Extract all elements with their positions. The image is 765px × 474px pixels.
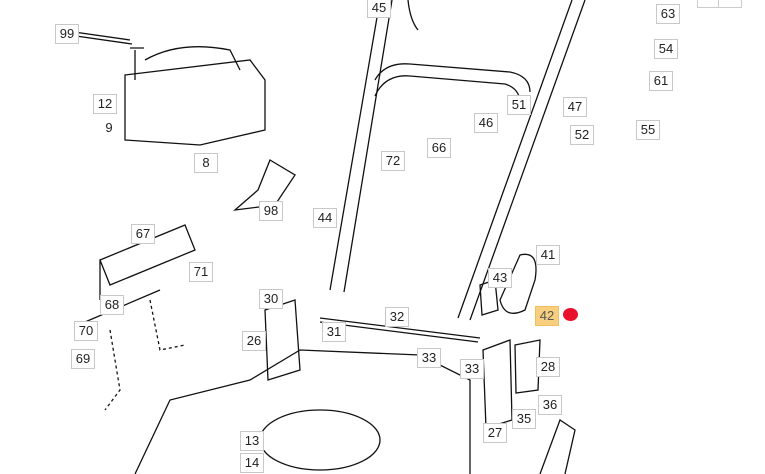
part-label[interactable]: 71	[189, 262, 213, 282]
engine	[124, 46, 266, 146]
partial-label	[697, 0, 719, 8]
part-label[interactable]: 45	[367, 0, 391, 18]
rear-hidden-lines	[104, 299, 186, 411]
part-label[interactable]: 41	[536, 245, 560, 265]
part-wheel-bracket	[539, 419, 576, 474]
part-67-flap	[99, 224, 196, 300]
part-label[interactable]: 63	[656, 4, 680, 24]
handle-crossbar	[374, 63, 531, 101]
part-27-bracket	[482, 339, 513, 429]
part-label[interactable]: 72	[381, 151, 405, 171]
part-label[interactable]: 51	[507, 95, 531, 115]
part-28	[514, 339, 541, 394]
part-label[interactable]: 44	[313, 208, 337, 228]
part-label[interactable]: 26	[242, 331, 266, 351]
part-label[interactable]: 99	[55, 24, 79, 44]
part-label[interactable]: 12	[93, 94, 117, 114]
part-label[interactable]: 70	[74, 321, 98, 341]
deck	[134, 349, 471, 474]
part-label[interactable]: 13	[240, 431, 264, 451]
part-label[interactable]: 55	[636, 120, 660, 140]
part-label[interactable]: 33	[417, 348, 441, 368]
part-label[interactable]: 8	[194, 153, 218, 173]
part-label[interactable]: 67	[131, 224, 155, 244]
part-label[interactable]: 36	[538, 395, 562, 415]
part-label-selected[interactable]: 42	[535, 306, 559, 326]
part-26-bracket	[264, 299, 301, 381]
part-32-axle	[319, 317, 481, 343]
part-label[interactable]: 61	[649, 71, 673, 91]
part-label[interactable]: 43	[488, 268, 512, 288]
part-label[interactable]: 69	[71, 349, 95, 369]
handle-right-tube	[457, 0, 586, 321]
part-label[interactable]: 46	[474, 113, 498, 133]
part-41-lever	[499, 253, 537, 314]
part-label[interactable]: 68	[100, 295, 124, 315]
selection-marker	[563, 308, 578, 321]
part-label[interactable]: 35	[512, 409, 536, 429]
part-label[interactable]: 52	[570, 125, 594, 145]
part-label[interactable]: 98	[259, 201, 283, 221]
part-98	[232, 159, 296, 211]
partial-label	[718, 0, 742, 8]
handle-left-tube	[329, 0, 393, 293]
part-label[interactable]: 28	[536, 357, 560, 377]
part-label[interactable]: 30	[259, 289, 283, 309]
part-label[interactable]: 32	[385, 307, 409, 327]
cable	[407, 0, 419, 31]
part-label[interactable]: 31	[322, 322, 346, 342]
part-label[interactable]: 33	[460, 359, 484, 379]
part-label[interactable]: 66	[427, 138, 451, 158]
part-label[interactable]: 27	[483, 423, 507, 443]
part-label[interactable]: 54	[654, 39, 678, 59]
part-label[interactable]: 47	[563, 97, 587, 117]
part-label[interactable]: 14	[240, 453, 264, 473]
deck-opening	[259, 409, 381, 471]
part-label[interactable]: 9	[105, 120, 113, 135]
